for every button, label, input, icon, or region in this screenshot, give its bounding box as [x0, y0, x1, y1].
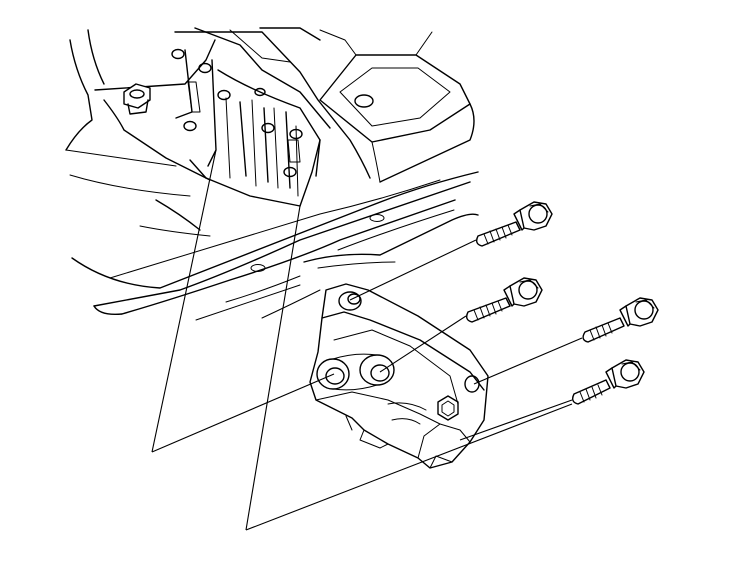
- frame-bolt-icon: [123, 83, 151, 115]
- body-frame: [65, 27, 479, 321]
- mount-bolt-2: [465, 277, 543, 323]
- engine-mount-bracket: [309, 283, 489, 469]
- mount-bolt-3: [582, 297, 659, 343]
- leader-lines: [151, 149, 583, 531]
- mount-bolt-4: [571, 359, 645, 405]
- mount-bolt-1: [475, 201, 553, 247]
